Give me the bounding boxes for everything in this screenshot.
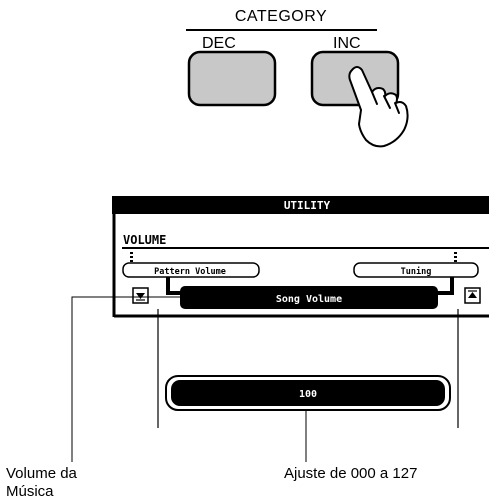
left-callout: Volume da Música	[6, 465, 77, 501]
selected-item-label: Song Volume	[276, 294, 342, 305]
value-text: 100	[299, 389, 317, 400]
left-bracket	[168, 277, 180, 293]
right-tab-marker	[454, 252, 457, 262]
left-tab-marker	[130, 252, 133, 262]
right-callout: Ajuste de 000 a 127	[284, 465, 417, 483]
left-callout-line1: Volume da	[6, 465, 77, 483]
lcd-header-text: UTILITY	[284, 199, 331, 212]
dec-button[interactable]	[189, 52, 275, 105]
right-tab-label: Tuning	[401, 266, 432, 277]
lcd-section-title: VOLUME	[123, 233, 166, 247]
right-bracket	[438, 277, 452, 293]
left-callout-line2: Música	[6, 483, 77, 501]
left-tab-label: Pattern Volume	[154, 267, 226, 277]
